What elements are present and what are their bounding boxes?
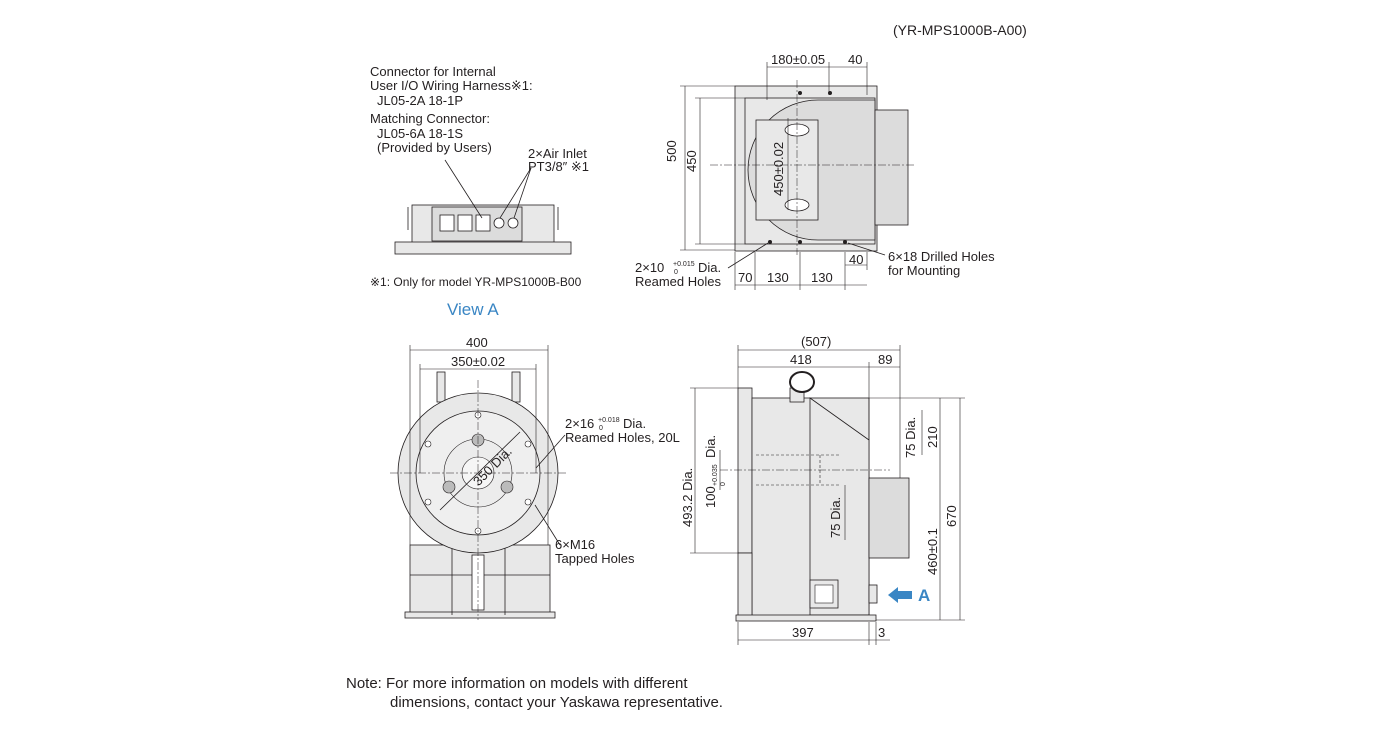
reamed-front-tol-1: +0.018 — [598, 417, 620, 424]
front-view-drawing — [390, 345, 568, 620]
view-a-arrow-icon — [888, 587, 912, 603]
air-inlet-line-1: 2×Air Inlet — [528, 146, 587, 161]
view-a-drawing — [394, 159, 572, 255]
dim-75-dia-a: 75 Dia. — [828, 496, 843, 538]
view-a-arrow-label: A — [918, 586, 931, 605]
reamed-front-3: Reamed Holes, 20L — [565, 430, 680, 445]
dim-418: 418 — [790, 352, 812, 367]
air-inlet-line-2: PT3/8″ ※1 — [528, 159, 590, 174]
model-title: (YR-MPS1000B-A00) — [893, 22, 1027, 38]
dim-507: (507) — [801, 334, 832, 349]
connector-line-4: Matching Connector: — [370, 111, 490, 126]
dim-180: 180±0.05 — [771, 52, 826, 67]
connector-line-1: Connector for Internal — [370, 64, 496, 79]
reamed-top-3: Reamed Holes — [635, 274, 721, 289]
dim-100-tol-2: 0 — [720, 482, 727, 486]
connector-line-2: User I/O Wiring Harness※1: — [370, 78, 533, 93]
dim-3: 3 — [878, 625, 886, 640]
dim-40-bottom: 40 — [849, 252, 864, 267]
tapped-line-1: 6×M16 — [555, 537, 596, 552]
dim-70: 70 — [738, 270, 753, 285]
reamed-front-tol-2: 0 — [599, 425, 603, 432]
connector-line-3: JL05-2A 18-1P — [377, 93, 464, 108]
top-view-drawing — [680, 62, 915, 290]
reamed-top-tol-1: +0.015 — [673, 261, 695, 268]
dim-500: 500 — [664, 140, 679, 162]
dim-397: 397 — [792, 625, 814, 640]
dim-100-dia: Dia. — [703, 434, 718, 458]
connector-line-6: (Provided by Users) — [377, 140, 492, 155]
dim-400: 400 — [466, 335, 488, 350]
dim-89: 89 — [878, 352, 893, 367]
reamed-front-2: Dia. — [623, 416, 647, 431]
drilled-line-1: 6×18 Drilled Holes — [888, 249, 995, 264]
dim-210: 210 — [925, 426, 940, 448]
side-view-drawing — [690, 345, 965, 645]
dim-670: 670 — [944, 505, 959, 527]
drilled-line-2: for Mounting — [888, 263, 961, 278]
note-line-2: dimensions, contact your Yaskawa represe… — [390, 694, 723, 711]
reamed-top-1: 2×10 — [635, 260, 665, 275]
dim-493: 493.2 Dia. — [680, 467, 695, 527]
dim-450-02: 450±0.02 — [771, 141, 786, 196]
connector-line-5: JL05-6A 18-1S — [377, 126, 464, 141]
dim-130-b: 130 — [811, 270, 833, 285]
dim-130-a: 130 — [767, 270, 789, 285]
reamed-top-tol-2: 0 — [674, 269, 678, 276]
dim-40-top: 40 — [848, 52, 863, 67]
dim-460: 460±0.1 — [925, 528, 940, 575]
reamed-front-1: 2×16 — [565, 416, 595, 431]
dim-350: 350±0.02 — [451, 354, 506, 369]
view-a-label: View A — [447, 300, 499, 319]
note-line-1: Note: For more information on models wit… — [346, 675, 688, 692]
dim-75-dia-b: 75 Dia. — [903, 416, 918, 458]
reamed-top-2: Dia. — [698, 260, 722, 275]
view-a-footnote: ※1: Only for model YR-MPS1000B-B00 — [370, 275, 582, 289]
dim-100: 100 — [703, 486, 718, 508]
dim-450: 450 — [684, 150, 699, 172]
tapped-line-2: Tapped Holes — [555, 551, 635, 566]
